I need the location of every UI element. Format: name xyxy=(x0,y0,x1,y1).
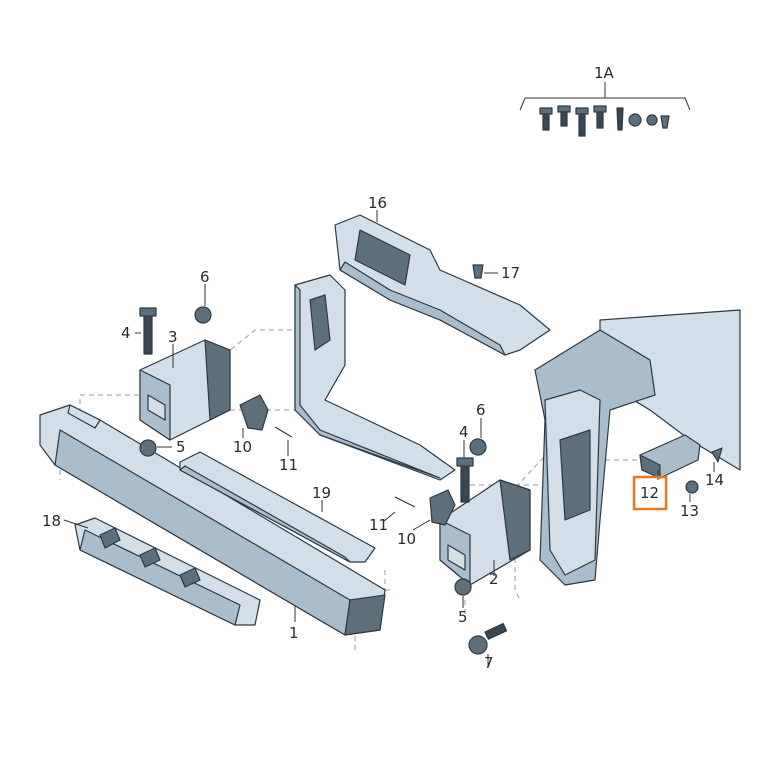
leader-lines xyxy=(63,210,715,668)
highlight-box-part-12 xyxy=(632,475,668,511)
label-7: 7 xyxy=(484,654,494,672)
label-19: 19 xyxy=(312,484,331,502)
label-4-left: 4 xyxy=(121,324,131,342)
air-deflector-part-19 xyxy=(179,451,376,563)
label-13: 13 xyxy=(680,502,699,520)
label-2: 2 xyxy=(489,570,499,588)
energy-absorber-part-18 xyxy=(74,517,261,626)
label-4-right: 4 xyxy=(459,423,469,441)
label-3: 3 xyxy=(168,328,178,346)
label-17: 17 xyxy=(501,264,520,282)
lock-carrier xyxy=(294,274,456,481)
fasteners xyxy=(139,264,723,655)
label-14: 14 xyxy=(705,471,724,489)
label-11-right: 11 xyxy=(369,516,388,534)
label-1A: 1A xyxy=(594,64,615,82)
side-member-and-wing xyxy=(534,309,741,586)
label-6-right: 6 xyxy=(476,401,486,419)
label-10-right: 10 xyxy=(397,530,416,548)
left-bracket-part-3 xyxy=(139,339,231,441)
fastener-kit-part-1A xyxy=(519,82,691,137)
label-5-right: 5 xyxy=(458,608,468,626)
label-11-left: 11 xyxy=(279,456,298,474)
label-10-left: 10 xyxy=(233,438,252,456)
upper-cover-part-16 xyxy=(334,214,551,356)
label-5-left: 5 xyxy=(176,438,186,456)
right-bracket-part-2 xyxy=(439,479,531,586)
bracket-part-12 xyxy=(639,434,701,479)
part-labels: 1A 16 17 6 4 3 5 10 11 19 6 4 11 10 18 2… xyxy=(42,64,724,672)
bumper-beam-part-1 xyxy=(39,404,386,636)
label-12: 12 xyxy=(640,484,659,502)
label-1: 1 xyxy=(289,624,299,642)
label-18: 18 xyxy=(42,512,61,530)
label-16: 16 xyxy=(368,194,387,212)
label-6-left: 6 xyxy=(200,268,210,286)
